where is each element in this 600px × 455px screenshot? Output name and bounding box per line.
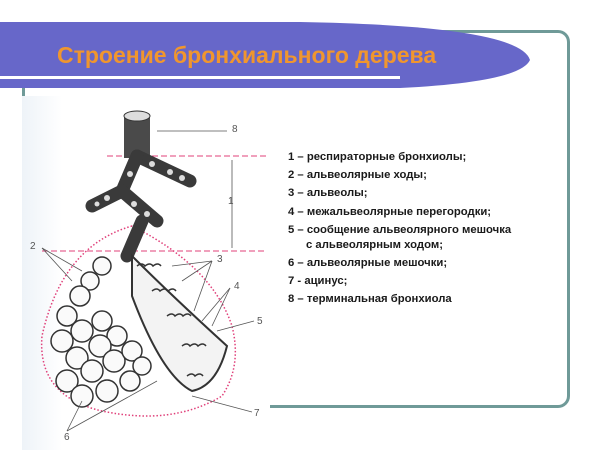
page-title: Строение бронхиального дерева (57, 42, 437, 68)
label-5: 5 (257, 316, 263, 327)
label-8: 8 (232, 124, 238, 135)
label-6: 6 (64, 432, 70, 443)
legend-item-label: 4 – межальвеолярные перегородки; (288, 205, 492, 218)
legend-item: 5 – сообщение альвеолярного мешочка с аль… (288, 223, 558, 253)
legend-item-continuation: с альвеолярным ходом; (306, 238, 443, 251)
legend-item-label: 7 - ацинус; (288, 275, 348, 288)
label-7: 7 (254, 408, 260, 419)
legend-item-label: 2 – альвеолярные ходы; (288, 169, 427, 182)
label-4: 4 (234, 281, 240, 292)
legend-item-label: 6 – альвеолярные мешочки; (288, 256, 448, 269)
legend-item: 4 – межальвеолярные перегородки; (288, 205, 558, 220)
bronchial-tree-illustration (40, 110, 267, 432)
bronchial-tree-diagram: 8 1 2 3 4 5 7 6 (22, 96, 270, 450)
legend-item: 8 – терминальная бронхиола (288, 292, 558, 307)
legend-item: 3 – альвеолы; (288, 186, 558, 201)
legend-item: 6 – альвеолярные мешочки; (288, 256, 558, 271)
legend-item-label: 5 – сообщение альвеолярного мешочка (288, 223, 512, 236)
label-3: 3 (217, 254, 223, 265)
title-band (0, 22, 530, 88)
legend-item: 7 - ацинус; (288, 274, 558, 289)
legend: 1 – респираторные бронхиолы; 2 – альвеол… (288, 150, 558, 311)
legend-item: 1 – респираторные бронхиолы; (288, 150, 558, 165)
label-2: 2 (30, 241, 36, 252)
legend-item-label: 1 – респираторные бронхиолы; (288, 151, 467, 163)
frame-left-tick (22, 88, 25, 96)
legend-item: 2 – альвеолярные ходы; (288, 168, 558, 183)
legend-item-label: 3 – альвеолы; (288, 187, 368, 200)
legend-item-label: 8 – терминальная бронхиола (288, 293, 452, 306)
label-1: 1 (228, 196, 234, 207)
